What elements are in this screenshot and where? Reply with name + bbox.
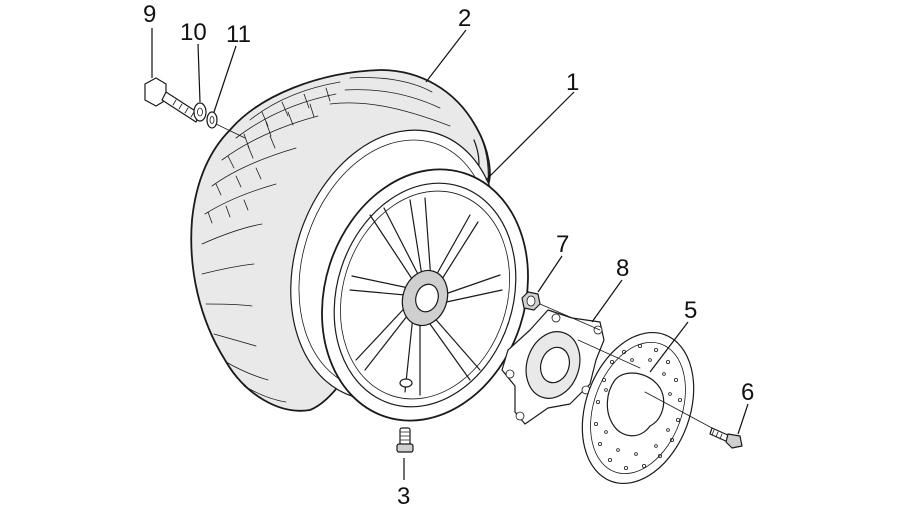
callout-8: 8 <box>616 255 629 282</box>
washer-11 <box>206 111 218 129</box>
callout-3: 3 <box>397 483 410 510</box>
leader-6 <box>737 403 749 435</box>
leader-2 <box>425 29 467 83</box>
callout-5: 5 <box>684 297 697 324</box>
callout-10: 10 <box>180 19 207 46</box>
callout-9: 9 <box>143 1 156 28</box>
callout-11: 11 <box>226 21 251 48</box>
leader-11 <box>213 45 237 113</box>
rim <box>290 129 529 422</box>
brake-disc <box>581 331 695 485</box>
washer-10 <box>193 102 207 122</box>
brake-disc-holes <box>594 343 683 470</box>
valve <box>396 427 414 453</box>
nut <box>521 291 541 311</box>
leader-8 <box>591 279 623 323</box>
leader-5 <box>649 321 689 373</box>
leader-1 <box>485 91 575 181</box>
disc-bolt <box>709 427 743 449</box>
callout-2: 2 <box>458 5 471 32</box>
callout-7: 7 <box>556 231 569 258</box>
axle-bolt <box>144 77 201 123</box>
leader-lines <box>151 28 749 480</box>
leader-7 <box>537 255 563 293</box>
hub-flange <box>501 309 605 425</box>
leader-10 <box>197 43 201 103</box>
callout-6: 6 <box>741 379 754 406</box>
tire-tread <box>201 77 451 403</box>
callout-labels: 1 2 3 5 6 7 8 9 10 11 <box>143 1 754 510</box>
callout-1: 1 <box>566 69 579 96</box>
